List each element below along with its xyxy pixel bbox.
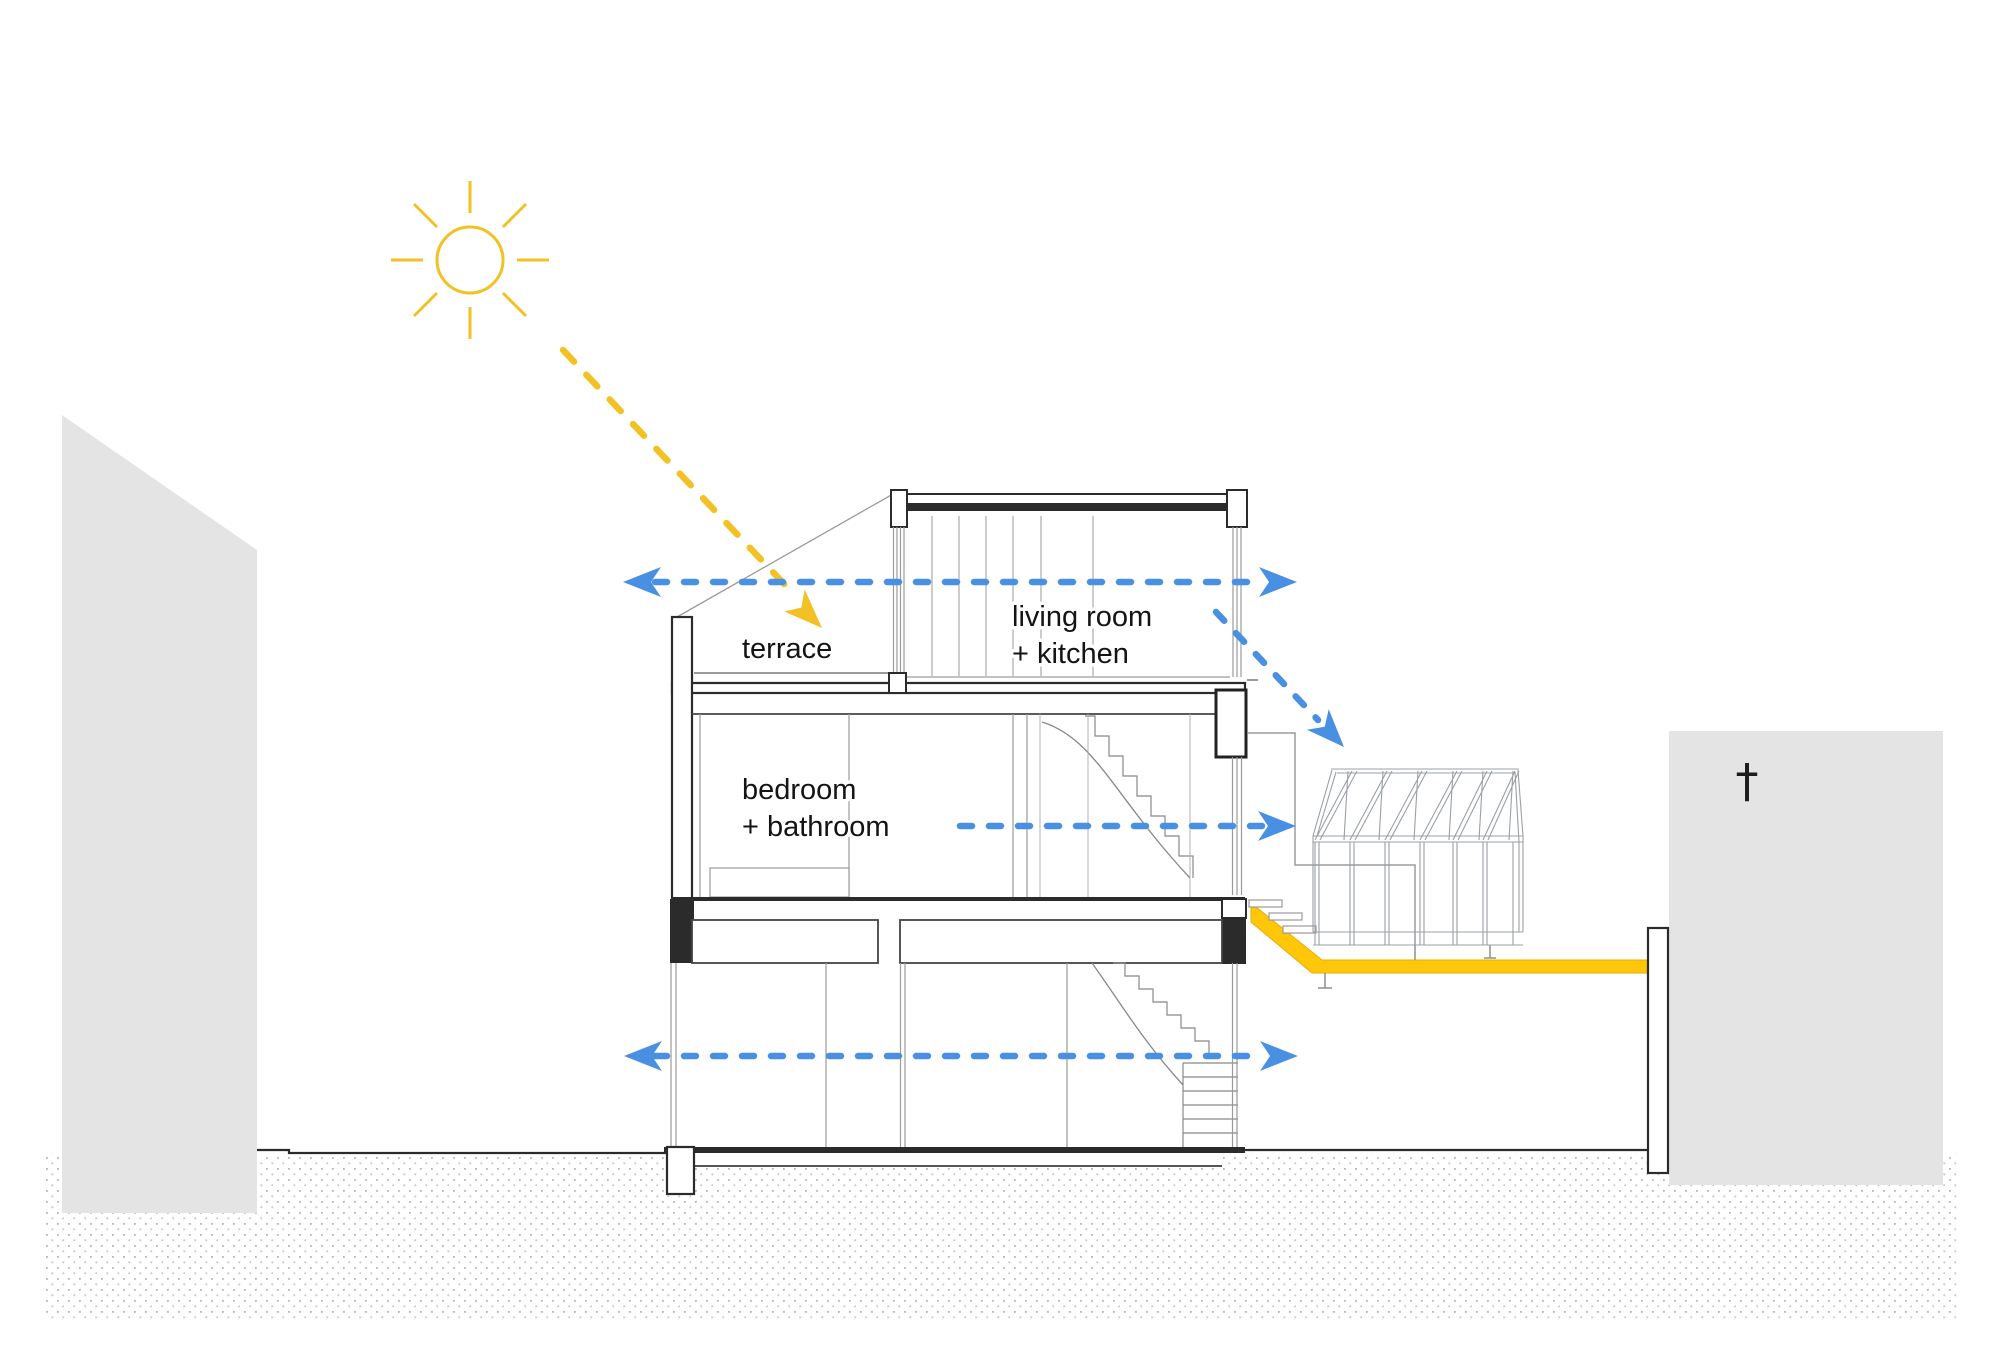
ground-stair-lower-run xyxy=(1182,1062,1238,1147)
living-room-label-line2: + kitchen xyxy=(1012,638,1129,670)
greenhouse xyxy=(1312,768,1524,946)
greenhouse-eave xyxy=(1313,835,1523,843)
exterior-stair-treads xyxy=(1248,899,1317,934)
neighbor-building-left xyxy=(62,415,257,1213)
left-wall-core-block xyxy=(670,899,694,963)
middle-stair-steps xyxy=(1085,715,1194,878)
ventilation-arrows xyxy=(623,567,1344,1071)
right-wall-block-upper xyxy=(1214,688,1248,759)
sun-icon xyxy=(391,181,549,339)
ventilation-arrow-middle xyxy=(956,811,1296,841)
roof-parapet-right xyxy=(1226,489,1248,528)
ground-ceiling-beam-right xyxy=(899,919,1223,964)
church-building-body xyxy=(1669,731,1943,1185)
ground-stipple xyxy=(45,1153,1957,1322)
ground-ceiling-beam-left xyxy=(691,919,879,964)
right-wall-core-block xyxy=(1222,918,1246,964)
exterior-exit xyxy=(1248,732,1416,945)
upper-stair-balusters xyxy=(931,516,1094,676)
terrace-glazed-wall xyxy=(892,527,905,677)
bedroom-label-line1: bedroom xyxy=(742,774,856,806)
greenhouse-gables xyxy=(1312,769,1524,843)
ground-stair-stringer xyxy=(1091,962,1184,1086)
sunlight-arrow xyxy=(559,346,822,628)
ground-stair-steps xyxy=(1113,962,1210,1054)
walkway-supports xyxy=(1318,945,1496,989)
church-cross-icon: † xyxy=(1736,754,1759,808)
greenhouse-posts xyxy=(1312,836,1524,945)
upper-window-right xyxy=(1232,527,1242,677)
greenhouse-sill xyxy=(1313,931,1523,946)
ground-left-wall xyxy=(670,963,677,1147)
middle-stair-stringer xyxy=(1041,721,1191,879)
walkway-rail-line xyxy=(1248,732,1416,945)
greenhouse-ridge xyxy=(1331,768,1519,774)
terrace-canopy-line xyxy=(676,493,894,618)
under-slab-gap xyxy=(694,1153,1222,1165)
church-building: † xyxy=(1669,731,1943,1185)
exhaust-arrow-diagonal xyxy=(1212,608,1344,747)
footing-left xyxy=(665,1145,696,1196)
left-wall xyxy=(670,615,694,902)
bathroom-wall xyxy=(1012,714,1028,897)
terrace-label: terrace xyxy=(742,633,832,665)
terrace-door-threshold xyxy=(888,672,907,694)
roof-parapet-left xyxy=(890,489,908,528)
middle-stair-lines xyxy=(1039,714,1191,897)
ventilation-arrow-lower xyxy=(624,1041,1298,1071)
bedroom-label-line2: + bathroom xyxy=(742,811,890,843)
walkway-ramp xyxy=(1250,901,1649,974)
terrace-floor-slab xyxy=(670,681,1247,695)
ground-floor-slab xyxy=(664,1147,1245,1153)
boundary-wall-pillar xyxy=(1646,926,1670,1175)
ventilation-arrow-upper xyxy=(623,567,1297,597)
ground-line-left xyxy=(255,1148,668,1155)
living-room-label-line1: living room xyxy=(1012,601,1152,633)
right-wall-step xyxy=(1221,898,1247,919)
greenhouse-roof-trusses xyxy=(1314,770,1520,841)
bed-outline xyxy=(709,867,850,898)
house-section xyxy=(664,489,1258,1196)
